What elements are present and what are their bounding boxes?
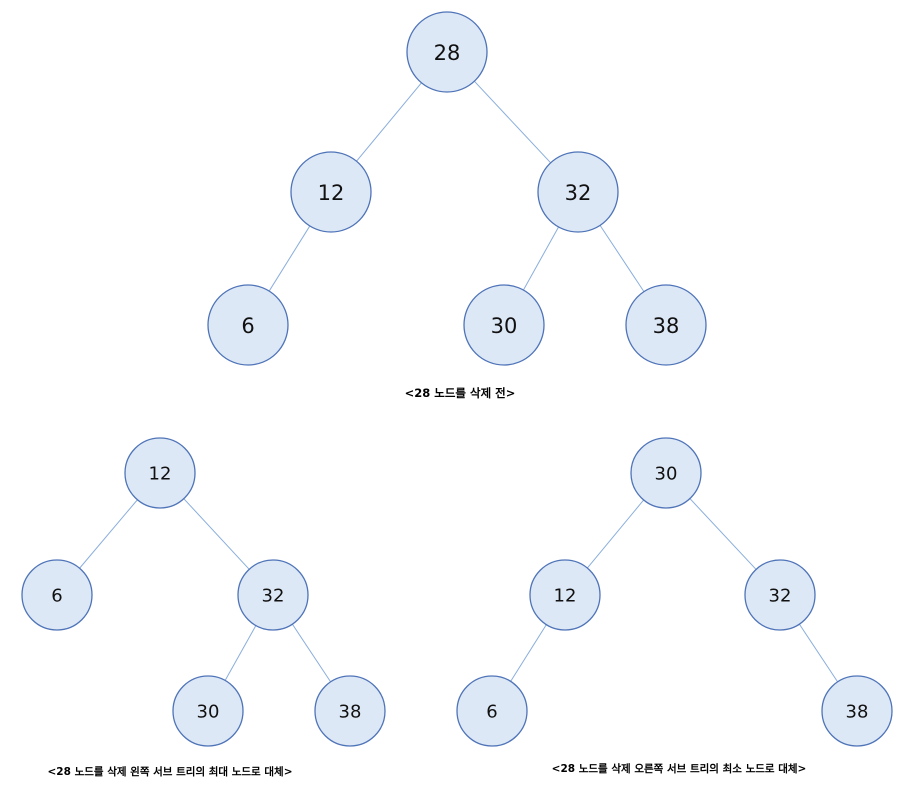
node-label: 32 [769, 586, 792, 607]
tree-node-12: 12 [529, 559, 601, 631]
edge-12-6 [79, 499, 138, 569]
node-label: 28 [434, 41, 461, 65]
node-label: 38 [339, 702, 362, 723]
node-circle [625, 284, 707, 366]
tree-node-32: 32 [537, 151, 619, 233]
edge-12-6 [510, 624, 547, 682]
tree-node-6: 6 [207, 284, 289, 366]
tree-node-6: 6 [456, 675, 528, 747]
tree-node-30: 30 [630, 437, 702, 509]
node-circle [630, 437, 702, 509]
node-circle [529, 559, 601, 631]
tree-node-28: 28 [406, 11, 488, 93]
node-label: 30 [655, 464, 678, 485]
tree-node-38: 38 [314, 675, 386, 747]
tree-node-6: 6 [21, 559, 93, 631]
node-label: 30 [491, 314, 518, 338]
edge-28-12 [356, 82, 422, 162]
node-circle [237, 559, 309, 631]
edge-12-6 [268, 225, 311, 292]
node-label: 12 [318, 181, 345, 205]
node-circle [456, 675, 528, 747]
node-label: 32 [262, 586, 285, 607]
tree-node-12: 12 [290, 151, 372, 233]
edge-32-30 [523, 226, 559, 291]
tree-caption: <28 노드를 삭제 오른쪽 서브 트리의 최소 노드로 대체> [552, 762, 807, 775]
node-circle [124, 437, 196, 509]
tree-left-max: 12 6 32 30 38 <28 노드를 삭제 왼쪽 서브 트리의 최대 노드로 대체> [21, 437, 386, 778]
tree-node-38: 38 [821, 675, 893, 747]
node-circle [290, 151, 372, 233]
node-label: 6 [486, 702, 497, 723]
node-circle [172, 675, 244, 747]
tree-caption: <28 노드를 삭제 왼쪽 서브 트리의 최대 노드로 대체> [48, 765, 293, 778]
tree-right-min: 30 12 32 6 38 <28 노드를 삭제 오른쪽 서브 트리의 최소 노드로 대체… [456, 437, 893, 775]
tree-node-32: 32 [237, 559, 309, 631]
edge-12-32 [183, 498, 250, 570]
node-label: 12 [554, 586, 577, 607]
tree-node-12: 12 [124, 437, 196, 509]
node-label: 30 [197, 702, 220, 723]
node-circle [463, 284, 545, 366]
node-label: 6 [51, 586, 62, 607]
tree-node-30: 30 [172, 675, 244, 747]
tree-caption: <28 노드를 삭제 전> [405, 386, 516, 400]
edge-32-30 [224, 625, 257, 681]
node-circle [207, 284, 289, 366]
node-circle [744, 559, 816, 631]
node-label: 12 [149, 464, 172, 485]
node-circle [406, 11, 488, 93]
tree-before: 28 12 32 6 30 38 <28 노드를 삭제 전> [207, 11, 707, 400]
node-circle [314, 675, 386, 747]
node-label: 32 [565, 181, 592, 205]
node-label: 6 [241, 314, 254, 338]
edge-32-38 [599, 225, 645, 292]
edge-30-12 [586, 499, 645, 569]
edge-30-32 [689, 498, 757, 570]
edge-32-38 [798, 623, 839, 683]
tree-node-32: 32 [744, 559, 816, 631]
edge-28-32 [473, 80, 552, 164]
node-circle [537, 151, 619, 233]
tree-node-30: 30 [463, 284, 545, 366]
node-circle [821, 675, 893, 747]
node-label: 38 [846, 702, 869, 723]
tree-node-38: 38 [625, 284, 707, 366]
node-label: 38 [653, 314, 680, 338]
node-circle [21, 559, 93, 631]
edge-32-38 [291, 623, 332, 683]
